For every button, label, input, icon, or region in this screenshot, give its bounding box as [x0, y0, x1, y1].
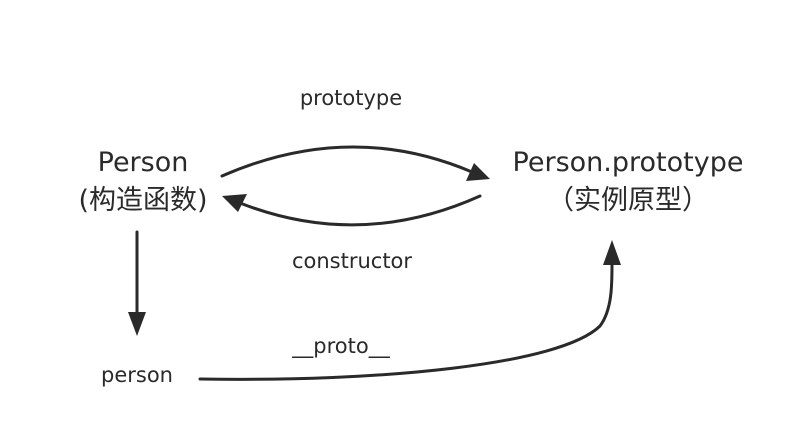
- edge-prototype-line: [220, 145, 474, 178]
- person-instance-name: person: [101, 363, 173, 387]
- person-prototype-name: Person.prototype: [513, 147, 744, 178]
- edge-constructor-label: constructor: [292, 249, 412, 273]
- edge-constructor: constructor: [222, 194, 482, 273]
- edge-prototype-arrowhead: [466, 163, 490, 181]
- edge-proto-label: __proto__: [291, 334, 390, 359]
- edge-instantiation-arrowhead: [128, 312, 146, 336]
- person-constructor-desc: (构造函数): [78, 185, 207, 216]
- node-person-instance: person: [101, 363, 173, 387]
- edge-prototype: prototype: [220, 86, 490, 181]
- edge-constructor-line: [238, 194, 482, 227]
- edge-proto-line: [198, 262, 614, 381]
- edge-prototype-label: prototype: [300, 86, 402, 110]
- edge-proto-arrowhead: [603, 240, 621, 265]
- edge-proto: __proto__: [198, 240, 621, 381]
- node-person-constructor: Person (构造函数): [78, 147, 207, 216]
- person-prototype-desc: （实例原型）: [547, 185, 709, 216]
- node-person-prototype: Person.prototype （实例原型）: [513, 147, 744, 216]
- edge-constructor-arrowhead: [222, 194, 247, 212]
- edge-instantiation: [128, 230, 146, 336]
- person-constructor-name: Person: [98, 147, 189, 178]
